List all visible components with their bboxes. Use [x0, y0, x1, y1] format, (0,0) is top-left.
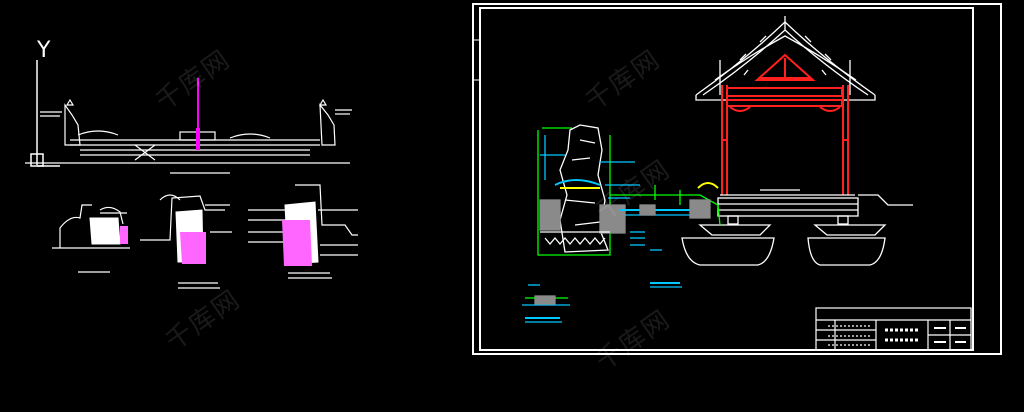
detail-1-fill	[89, 217, 121, 245]
drawing-frame	[472, 3, 1002, 355]
title-block	[815, 307, 972, 351]
small-detail-green	[522, 284, 570, 323]
ucs-icon	[30, 60, 60, 167]
detail-drawing-1	[52, 204, 130, 273]
pond-section	[610, 182, 721, 288]
ucs-axis-label: Y	[37, 38, 51, 63]
detail-drawing-2	[140, 194, 232, 289]
pavilion-red-beams	[721, 53, 849, 195]
pavilion-roof	[695, 16, 876, 101]
